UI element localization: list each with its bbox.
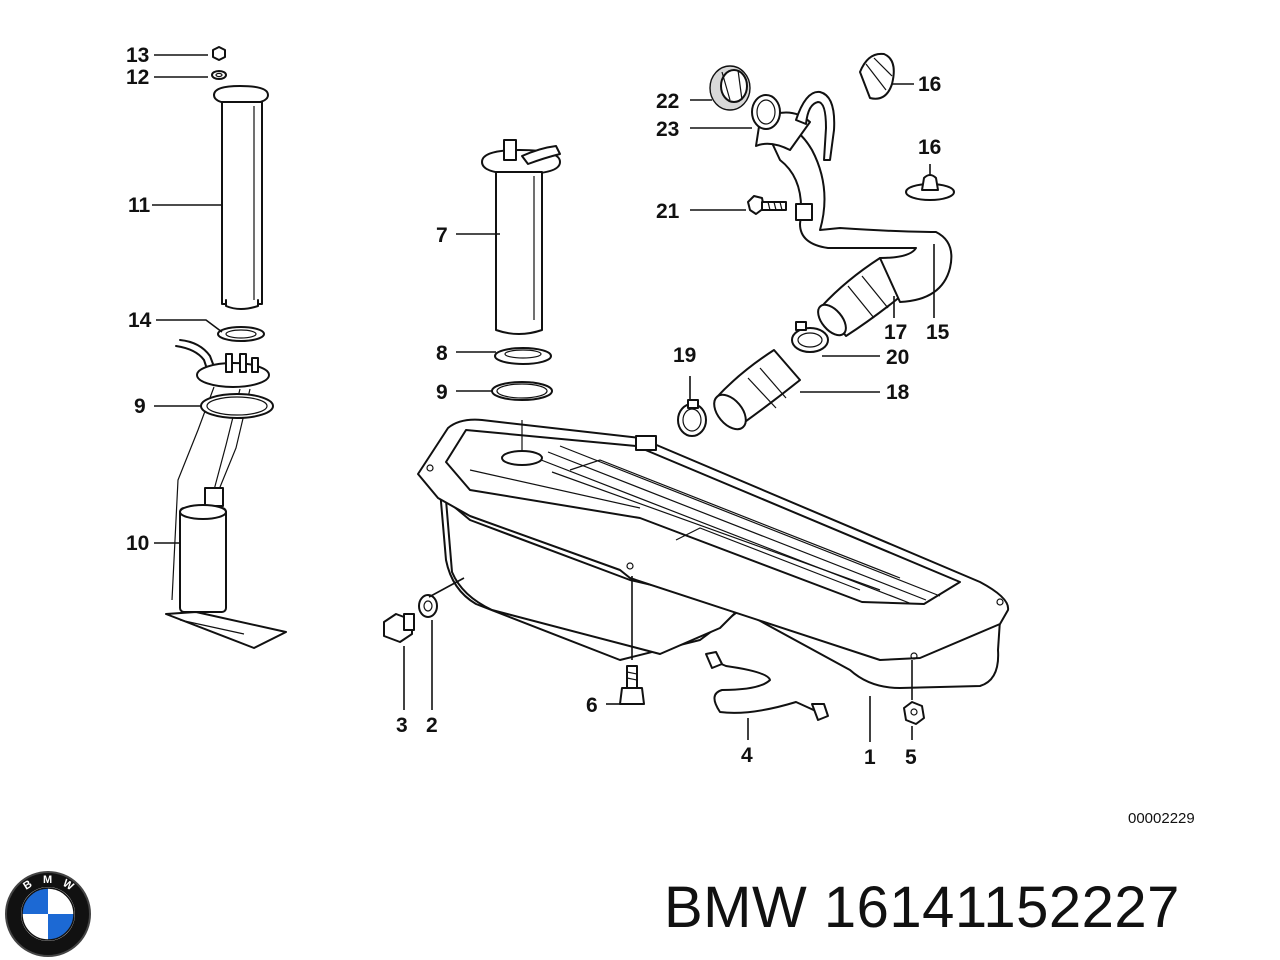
- callout-18: 16: [918, 136, 941, 159]
- brand-name: BMW: [664, 875, 808, 940]
- callout-9-center: 9: [436, 381, 448, 404]
- callout-24: 23: [656, 118, 679, 141]
- fuel-line-part-4: [705, 651, 829, 721]
- svg-text:M: M: [43, 874, 52, 886]
- callout-14: 13: [126, 44, 149, 67]
- callout-17: 17: [884, 321, 907, 344]
- callout-13: 12: [126, 66, 149, 89]
- screw-part-22: [747, 195, 787, 215]
- callout-9-left: 9: [134, 395, 146, 418]
- retaining-ring-part-16: [859, 52, 895, 100]
- filler-neck-part-15: [755, 90, 953, 303]
- o-ring-center-part-9: [491, 381, 553, 401]
- o-ring-left-part-9: [200, 393, 274, 419]
- fuel-tank-part-1: [417, 418, 1010, 689]
- callout-4: 4: [741, 744, 753, 767]
- part-caption: BMW 16141152227: [664, 874, 1180, 941]
- seal-ring-part-12: [217, 326, 265, 342]
- bmw-logo: B M W: [5, 871, 91, 957]
- leader-lines: [152, 54, 935, 742]
- callout-5: 5: [905, 746, 917, 769]
- part-number: 16141152227: [823, 875, 1180, 940]
- drawing-number: 00002229: [1128, 810, 1195, 827]
- seal-ring-part-24: [751, 94, 781, 130]
- callout-11: 11: [128, 194, 151, 217]
- clamp-part-21: [791, 321, 829, 353]
- callout-3: 3: [396, 714, 408, 737]
- callout-7: 7: [436, 224, 448, 247]
- callout-10: 10: [126, 532, 149, 555]
- nut-part-5: [903, 701, 925, 725]
- filler-hose-part-19: [713, 349, 801, 431]
- sealing-washer-part-2: [418, 594, 438, 618]
- sending-unit-part-7: [481, 139, 561, 335]
- callout-23: 22: [656, 90, 679, 113]
- callout-1: 1: [864, 746, 876, 769]
- filler-cap-part-23: [709, 65, 751, 111]
- drain-plug-part-3: [383, 613, 415, 643]
- callout-22: 21: [656, 200, 680, 223]
- sending-unit-part-11: [213, 85, 269, 310]
- grommet-part-18: [905, 174, 955, 201]
- callout-6: 6: [586, 694, 598, 717]
- washer-part-13: [211, 70, 227, 80]
- callout-16: 16: [918, 73, 941, 96]
- bolt-part-6: [619, 665, 645, 705]
- callout-labels: 13 12 11 14 9 10 7 8 9 3 2 6 4 1 5 19 18…: [126, 44, 950, 769]
- callout-15: 15: [926, 321, 950, 344]
- fuel-pump-assembly-part-10: [165, 339, 287, 649]
- callout-20: 19: [673, 344, 696, 367]
- hose-clamp-part-20: [677, 399, 707, 437]
- callout-21: 20: [886, 346, 909, 369]
- filler-hose-part-17: [817, 257, 907, 337]
- nut-part-14: [212, 46, 226, 61]
- callout-19: 18: [886, 381, 910, 404]
- gasket-part-8: [494, 347, 552, 365]
- callout-2: 2: [426, 714, 438, 737]
- callout-12: 14: [128, 309, 152, 332]
- callout-8: 8: [436, 342, 448, 365]
